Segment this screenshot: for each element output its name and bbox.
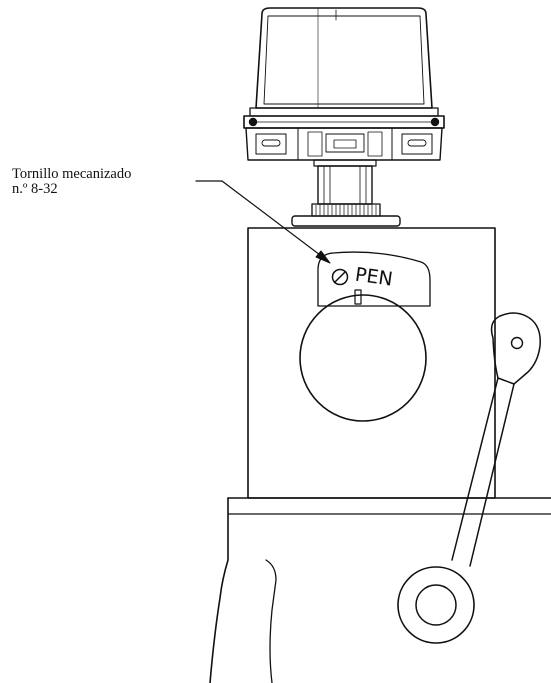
hand-lever — [397, 312, 541, 644]
coupling-stem — [291, 159, 401, 227]
callout-line-2: n.º 8-32 — [12, 181, 58, 197]
screw-callout-label: Tornillo mecanizado n.º 8-32 — [12, 167, 131, 197]
open-plate-text: PEN — [354, 264, 394, 291]
valve-body: PEN — [247, 227, 496, 499]
callout-line-1: Tornillo mecanizado — [12, 166, 132, 182]
actuator-housing — [243, 7, 445, 161]
callout-leader — [195, 180, 331, 264]
lower-valve-body — [209, 497, 551, 683]
